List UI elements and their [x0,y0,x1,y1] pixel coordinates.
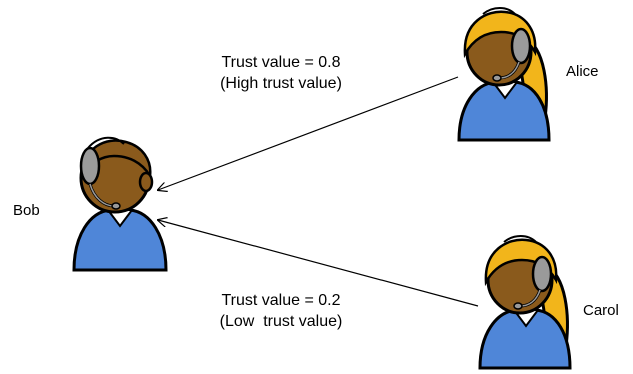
alice-trust-label: Trust value = 0.8 (High trust value) [196,52,366,94]
carol-trust-label: Trust value = 0.2 (Low trust value) [196,290,366,332]
bob-avatar-icon [72,136,168,272]
carol-trust-description: (Low trust value) [219,313,343,330]
alice-name-label: Alice [566,63,599,80]
bob-name-label: Bob [13,202,40,219]
alice-avatar-icon [457,7,551,142]
alice-trust-value: Trust value = 0.8 [221,54,341,71]
carol-avatar-icon [478,235,572,370]
carol-trust-value: Trust value = 0.2 [221,292,341,309]
alice-trust-description: (High trust value) [220,75,342,92]
arrow-carol-to-bob [158,220,479,307]
arrow-alice-to-bob [158,76,459,190]
carol-name-label: Carol [583,302,619,319]
